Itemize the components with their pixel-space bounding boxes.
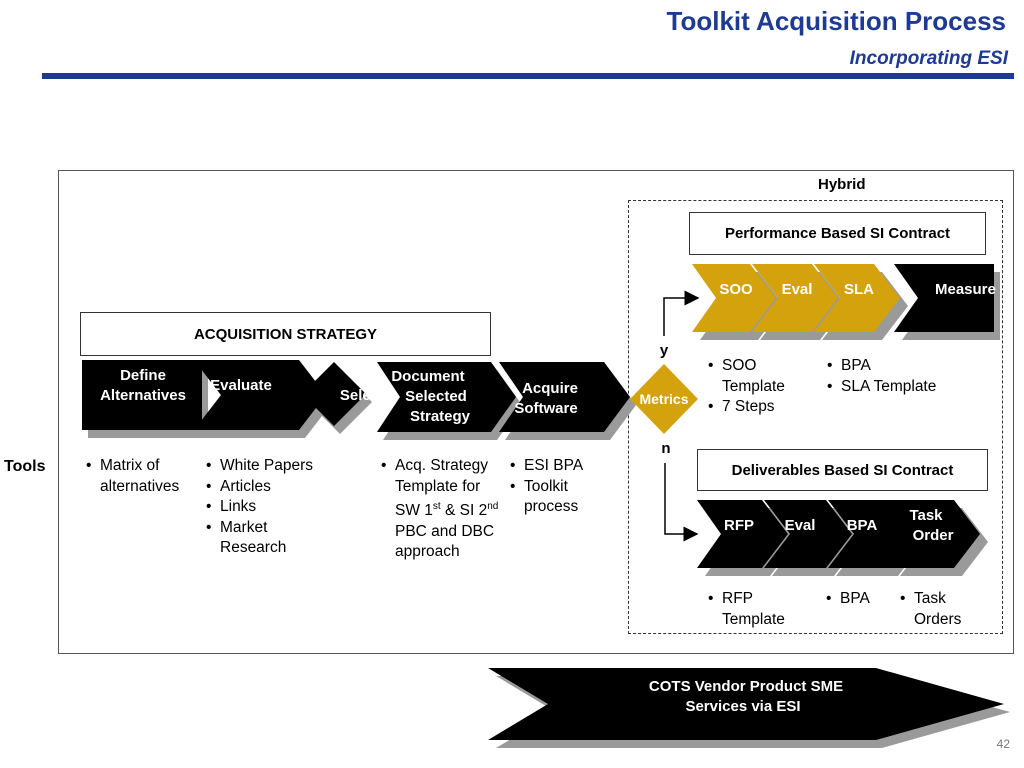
task-order-label-line2: Order [913,527,954,544]
acquire-software-step [499,362,630,432]
deliverables-contract-label: Deliverables Based SI Contract [697,449,988,491]
measure-step-label: Measure [935,281,996,298]
sla-step-label: SLA [844,281,874,298]
deliverables-tools-c-list: Task Orders [900,589,980,630]
evaluate-step-label: Evaluate [210,377,272,394]
soo-step [692,264,776,332]
deliverables-bpa-step [828,500,916,568]
page-title: Toolkit Acquisition Process [666,6,1007,36]
no-connector [664,463,699,542]
define-alternatives-step [82,360,202,430]
deliverables-eval-step [764,500,852,568]
deliverables-tools-a-list: RFP Template [708,589,808,630]
rfp-step [697,500,788,568]
soo-step-label: SOO [719,281,753,298]
document-step-label-line1: Document [391,368,464,385]
acquire-step-label-line2: Software [514,400,577,417]
cots-banner-arrow [488,668,1004,740]
task-order-step [884,500,980,568]
list-item: SOO Template [708,356,818,397]
tools-label: Tools [4,458,46,475]
document-step-label-line3: Strategy [410,408,471,425]
document-step-label-line2: Selected [405,388,467,405]
list-item: RFP Template [708,589,808,630]
evaluate-step [194,360,326,430]
measure-step [894,264,994,332]
document-strategy-step [377,362,516,432]
performance-tools-a-list: SOO Template 7 Steps [708,356,818,418]
yes-connector [663,290,700,336]
title-divider [42,73,1014,79]
performance-tools-b-list: BPA SLA Template [827,356,977,397]
list-item: Market Research [206,518,336,559]
list-item: Toolkit process [510,477,620,518]
sla-step [814,264,900,332]
define-step-label-line1: Define [120,367,166,384]
cots-banner-line2: Services via ESI [685,698,800,715]
list-item: Matrix of alternatives [86,456,196,497]
select-step-label: Select [340,387,384,404]
process-frame [58,170,1014,654]
cots-banner-line1: COTS Vendor Product SME [649,678,843,695]
list-item: White Papers [206,456,336,477]
hybrid-region [628,200,1003,634]
acquisition-strategy-label: ACQUISITION STRATEGY [80,312,491,356]
select-step [302,362,366,426]
acquire-step-label-line1: Acquire [522,380,578,397]
list-item: SLA Template [827,377,977,398]
deliverables-tools-b-list: BPA [826,589,896,610]
page-number: 42 [996,737,1010,751]
metrics-yes-label: y [660,342,669,359]
list-item: BPA [827,356,977,377]
rfp-step-label: RFP [724,517,754,534]
metrics-decision [630,364,698,434]
list-item: Acq. Strategy Template for SW 1st & SI 2… [381,456,503,563]
list-item: BPA [826,589,896,610]
performance-eval-step [752,264,838,332]
define-tools-list: Matrix of alternatives [86,456,196,497]
list-item: Task Orders [900,589,980,630]
metrics-no-label: n [661,440,670,457]
metrics-label: Metrics [639,391,688,407]
acquire-tools-list: ESI BPA Toolkit process [510,456,620,518]
page-subtitle: Incorporating ESI [849,48,1008,69]
list-item: 7 Steps [708,397,818,418]
task-order-label-line1: Task [909,507,943,524]
define-step-label-line2: Alternatives [100,387,186,404]
hybrid-label: Hybrid [818,176,866,193]
performance-contract-label: Performance Based SI Contract [689,212,986,255]
document-tools-list: Acq. Strategy Template for SW 1st & SI 2… [381,456,503,563]
list-item: ESI BPA [510,456,620,477]
deliverables-eval-step-label: Eval [785,517,816,534]
evaluate-tools-list: White Papers Articles Links Market Resea… [206,456,336,559]
list-item: Articles [206,477,336,498]
performance-eval-step-label: Eval [782,281,813,298]
list-item: Links [206,497,336,518]
deliverables-bpa-step-label: BPA [847,517,878,534]
